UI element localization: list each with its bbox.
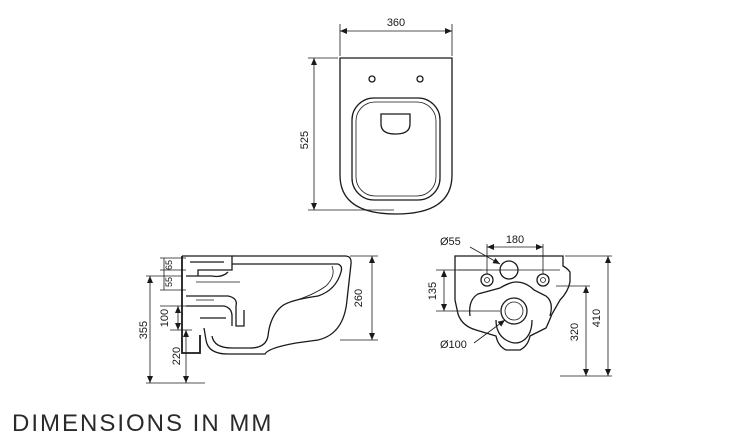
side-65-label: 65 (164, 260, 174, 270)
dimensions-caption: DIMENSIONS IN MM (12, 410, 274, 437)
front-spacing-label: 180 (506, 234, 524, 246)
top-width-label: 360 (387, 17, 405, 29)
side-height-dimension: 260 (340, 255, 378, 341)
side-100-label: 100 (159, 309, 171, 327)
top-view: 360 525 (299, 17, 453, 215)
side-view: 355 65 55 100 220 260 (138, 255, 378, 384)
front-320-label: 320 (569, 323, 581, 341)
side-355-label: 355 (138, 321, 150, 339)
top-depth-label: 525 (299, 131, 311, 149)
outlet-hole (500, 297, 528, 325)
front-view: 180 Ø55 135 Ø100 320 410 (427, 234, 612, 377)
side-220-label: 220 (171, 347, 183, 365)
front-410-label: 410 (591, 309, 603, 327)
front-dimensions: 180 Ø55 135 Ø100 320 410 (427, 234, 612, 377)
side-view-outline (181, 255, 352, 355)
side-left-dimensions: 355 65 55 100 220 (138, 257, 205, 384)
side-260-label: 260 (353, 289, 365, 307)
top-width-dimension: 360 (339, 17, 453, 56)
side-55-label: 55 (164, 277, 174, 287)
front-outlet-diameter-label: Ø100 (440, 339, 467, 351)
inlet-hole (499, 260, 519, 280)
top-depth-dimension: 525 (299, 57, 394, 211)
top-view-outline (339, 57, 453, 215)
front-hole-diameter-label: Ø55 (440, 236, 461, 248)
front-135-label: 135 (427, 282, 439, 300)
